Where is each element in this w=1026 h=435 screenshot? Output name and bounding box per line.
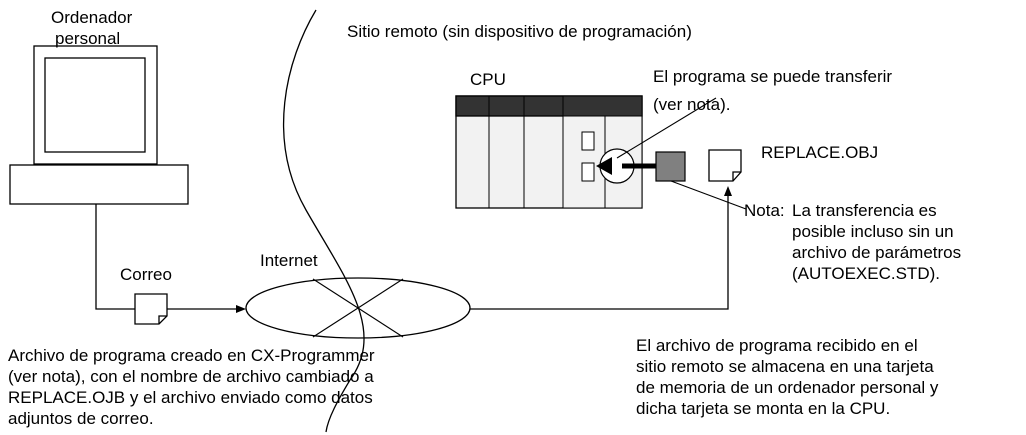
note-prefix: Nota: xyxy=(744,201,785,220)
arrow-head-replace-obj xyxy=(724,186,732,196)
left-caption-line1: Archivo de programa creado en CX-Program… xyxy=(8,346,375,365)
mail-label: Correo xyxy=(120,265,172,284)
left-caption-line2: (ver nota), con el nombre de archivo cam… xyxy=(8,367,374,386)
cpu-label: CPU xyxy=(470,70,506,89)
remote-site-boundary xyxy=(282,9,365,433)
replace-obj-label: REPLACE.OBJ xyxy=(761,143,879,162)
callout-note xyxy=(670,180,747,210)
note-line3: archivo de parámetros xyxy=(792,243,962,262)
memory-card-icon xyxy=(596,151,686,182)
arrow-head-internet xyxy=(236,305,246,313)
transfer-label-line2: (ver nota). xyxy=(653,95,731,114)
right-caption-line2: sitio remoto se almacena en una tarjeta xyxy=(636,357,934,376)
right-caption-line1: El archivo de programa recibido en el xyxy=(636,336,918,355)
personal-computer-icon xyxy=(9,45,189,205)
pc-label-line2: personal xyxy=(55,29,121,48)
mail-document-icon xyxy=(134,293,168,325)
transfer-label-line1: El programa se puede transferir xyxy=(653,67,893,86)
connector-pc-mail xyxy=(95,204,135,310)
remote-site-label: Sitio remoto (sin dispositivo de program… xyxy=(347,22,692,41)
internet-label: Internet xyxy=(260,251,318,270)
right-caption-line4: dicha tarjeta se monta en la CPU. xyxy=(636,399,891,418)
left-caption-line3: REPLACE.OJB y el archivo enviado como da… xyxy=(8,388,373,407)
note-line2: posible incluso sin un xyxy=(792,222,954,241)
cpu-rack-icon xyxy=(455,95,643,209)
note-line1: La transferencia es xyxy=(792,201,937,220)
replace-obj-document-icon xyxy=(708,149,742,182)
note-line4: (AUTOEXEC.STD). xyxy=(792,264,940,283)
callout-transfer xyxy=(616,97,717,159)
left-caption-line4: adjuntos de correo. xyxy=(8,409,154,428)
right-caption-line3: de memoria de un ordenador personal y xyxy=(636,378,939,397)
connector-internet-remote xyxy=(470,196,729,310)
pc-label-line1: Ordenador xyxy=(51,8,133,27)
